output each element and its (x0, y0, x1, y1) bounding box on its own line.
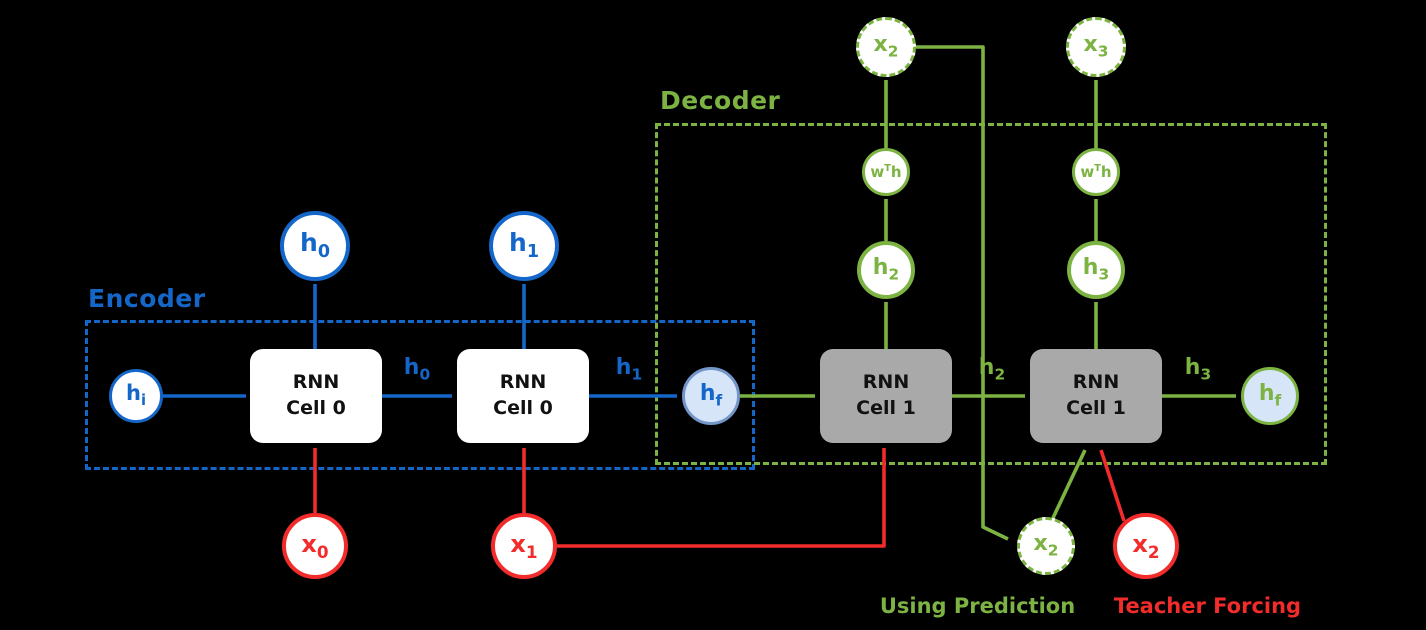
arrow-x2-pred-to-decoder-cell2 (1051, 449, 1087, 519)
node-x2-prediction-input-label: x2 (1033, 531, 1059, 560)
arrow-x1-to-decoder-cell1 (557, 448, 886, 548)
caption-teacher-forcing: Teacher Forcing (1113, 594, 1302, 618)
node-x1-input-label: x1 (510, 529, 538, 562)
node-h1-output: h1 (489, 211, 559, 281)
edge-label-h1: h1 (615, 355, 643, 384)
encoder-cell-1-line1: RNN (292, 371, 340, 394)
node-hf-encoder: hf (682, 367, 740, 425)
caption-using-prediction: Using Prediction (879, 594, 1076, 618)
encoder-cell-2-line2: Cell 0 (493, 397, 553, 419)
node-x2-prediction-input: x2 (1017, 517, 1075, 575)
arrow-x2-teacher-to-decoder-cell2 (1099, 449, 1126, 522)
node-x1-input: x1 (491, 513, 557, 579)
node-h0-output-label: h0 (300, 228, 330, 263)
node-wth-2-label: wTh (1080, 163, 1112, 181)
decoder-region-box (655, 123, 1327, 465)
node-x0-input-label: x0 (301, 529, 329, 562)
encoder-cell-1: RNN Cell 0 (250, 349, 382, 443)
node-h3-output-label: h3 (1082, 255, 1110, 284)
decoder-cell-2-line1: RNN (1072, 371, 1120, 394)
node-wth-1: wTh (862, 148, 910, 196)
node-wth-1-label: wTh (870, 163, 902, 181)
node-hi: hi (109, 369, 163, 423)
node-x2-prediction-output-label: x2 (873, 32, 899, 61)
encoder-heading: Encoder (88, 284, 206, 313)
decoder-cell-1-line1: RNN (862, 371, 910, 394)
node-h1-output-label: h1 (509, 228, 539, 263)
node-x0-input: x0 (282, 513, 348, 579)
node-h3-output: h3 (1067, 241, 1125, 299)
node-h0-output: h0 (280, 211, 350, 281)
encoder-cell-2-line1: RNN (499, 371, 547, 394)
encoder-cell-2: RNN Cell 0 (457, 349, 589, 443)
encoder-cell-1-line2: Cell 0 (286, 397, 346, 419)
decoder-cell-1-line2: Cell 1 (856, 397, 916, 419)
edge-label-h3: h3 (1184, 355, 1212, 384)
node-wth-2: wTh (1072, 148, 1120, 196)
edge-label-h2: h2 (978, 355, 1006, 384)
node-h2-output-label: h2 (872, 255, 900, 284)
decoder-cell-1: RNN Cell 1 (820, 349, 952, 443)
decoder-cell-2-line2: Cell 1 (1066, 397, 1126, 419)
node-hf-decoder: hf (1241, 367, 1299, 425)
node-hi-label: hi (126, 381, 146, 410)
node-hf-decoder-label: hf (1258, 381, 1282, 410)
node-x2-prediction-output: x2 (856, 17, 916, 77)
decoder-heading: Decoder (660, 86, 781, 115)
arrow-x2-prediction-feedback (916, 45, 1009, 541)
node-h2-output: h2 (857, 241, 915, 299)
node-hf-encoder-label: hf (699, 381, 723, 410)
decoder-cell-2: RNN Cell 1 (1030, 349, 1162, 443)
node-x3-prediction-output-label: x3 (1083, 32, 1109, 61)
edge-label-h0: h0 (403, 355, 431, 384)
node-x2-teacher-input-label: x2 (1132, 529, 1160, 562)
node-x2-teacher-input: x2 (1113, 513, 1179, 579)
node-x3-prediction-output: x3 (1066, 17, 1126, 77)
